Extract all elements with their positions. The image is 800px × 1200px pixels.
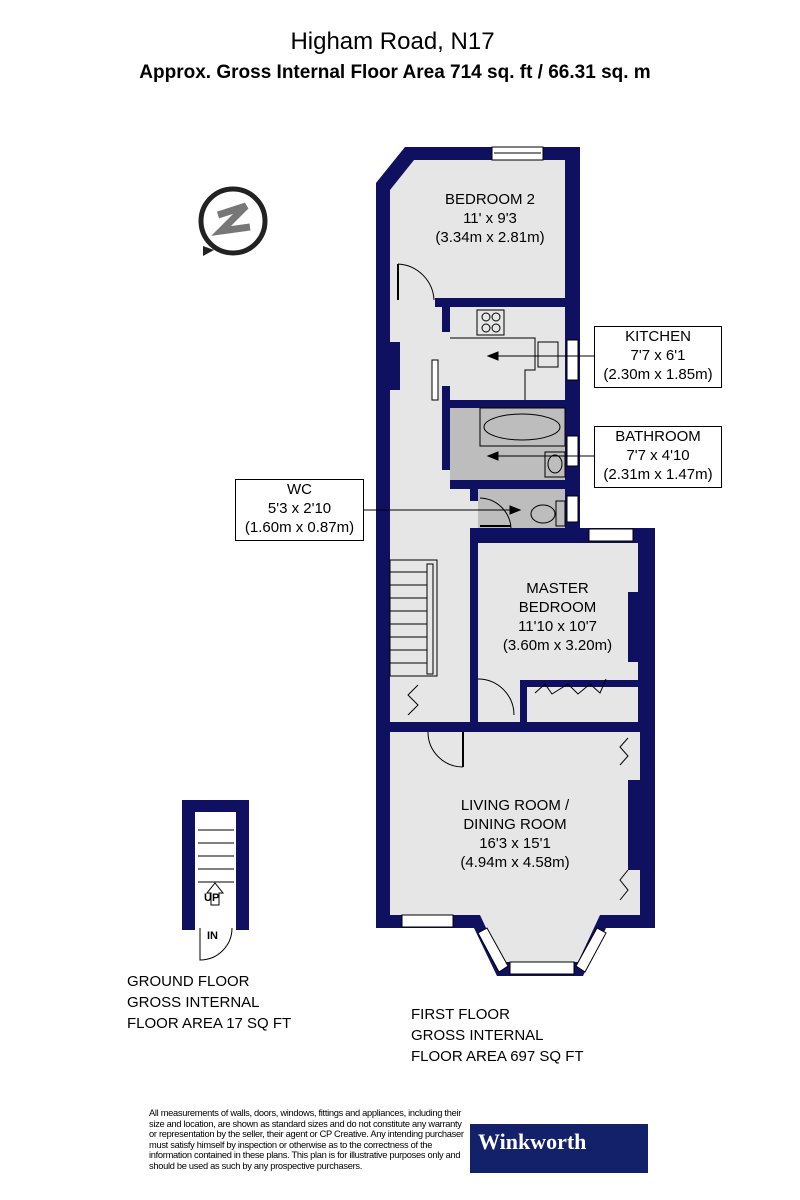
wardrobe-doors [534,678,607,695]
room-size-imperial: 5'3 x 2'10 [267,500,332,517]
north-arrow-icon [198,186,268,256]
toilet-icon [530,504,556,524]
room-size-imperial: 11'10 x 10'7 [518,618,597,635]
room-size-imperial: 11' x 9'3 [463,210,517,227]
up-arrow-icon [205,882,225,906]
floor-area-value: FLOOR AREA 697 SQ FT [411,1048,584,1065]
floor-living-room [390,732,640,962]
staircase [389,559,438,677]
hob-icon [476,309,505,336]
kitchen-counter [450,337,536,400]
door-wc [479,497,512,529]
room-size-metric: (1.60m x 0.87m) [244,519,355,536]
door-master [477,678,515,716]
first-floor-area: FIRST FLOOR GROSS INTERNAL FLOOR AREA 69… [411,1004,584,1067]
room-name: MASTER [526,580,589,597]
room-name: BEDROOM [518,599,597,616]
bathtub-icon [479,407,566,447]
basin-icon [544,451,566,478]
disclaimer: All measurements of walls, doors, window… [149,1108,464,1171]
door-bedroom2 [397,263,435,301]
floor-area-subtitle: Approx. Gross Internal Floor Area 714 sq… [139,62,651,83]
room-size-metric: (4.94m x 4.58m) [460,854,570,871]
floor-area-caption: GROSS INTERNAL [127,994,260,1011]
room-size-imperial: 7'7 x 6'1 [630,347,686,364]
room-size-metric: (2.31m x 1.47m) [603,466,713,483]
floor-area-caption: GROSS INTERNAL [411,1027,544,1044]
floor-master-bedroom [478,543,638,722]
winkworth-logo: Winkworth [470,1124,648,1173]
ground-floor-stair [182,800,249,961]
room-size-metric: (3.60m x 3.20m) [502,637,613,654]
room-name: KITCHEN [625,328,691,345]
label-wc: WC 5'3 x 2'10 (1.60m x 0.87m) [235,479,364,541]
entrance-label: IN [207,930,218,942]
room-living-dining: LIVING ROOM / DINING ROOM 16'3 x 15'1 (4… [440,796,590,872]
ground-floor-area: GROUND FLOOR GROSS INTERNAL FLOOR AREA 1… [127,971,291,1034]
leader-lines [362,351,594,515]
door-living [427,731,464,768]
floor-name: GROUND FLOOR [127,973,250,990]
label-kitchen: KITCHEN 7'7 x 6'1 (2.30m x 1.85m) [594,326,722,388]
sink-icon [537,341,559,368]
room-name: LIVING ROOM / [460,797,570,814]
room-bedroom-2: BEDROOM 2 11' x 9'3 (3.34m x 2.81m) [415,190,565,247]
floor-bathroom [450,408,565,480]
room-size-metric: (3.34m x 2.81m) [435,229,545,246]
room-name: BATHROOM [615,428,701,445]
radiator-icon [431,359,439,401]
floor-area-value: FLOOR AREA 17 SQ FT [127,1015,292,1032]
plan-title: Higham Road, N17 [290,28,495,55]
room-size-imperial: 16'3 x 15'1 [479,835,551,852]
room-size-imperial: 7'7 x 4'10 [626,447,690,464]
floor-name: FIRST FLOOR [411,1006,510,1023]
stair-up-label: UP [204,892,220,904]
room-master-bedroom: MASTER BEDROOM 11'10 x 10'7 (3.60m x 3.2… [480,579,635,655]
room-name: WC [287,481,312,498]
room-size-metric: (2.30m x 1.85m) [603,366,713,383]
room-name: DINING ROOM [463,816,567,833]
room-name: BEDROOM 2 [444,191,535,208]
label-bathroom: BATHROOM 7'7 x 4'10 (2.31m x 1.47m) [594,426,722,488]
windows [401,146,634,975]
internal-walls [376,298,655,732]
